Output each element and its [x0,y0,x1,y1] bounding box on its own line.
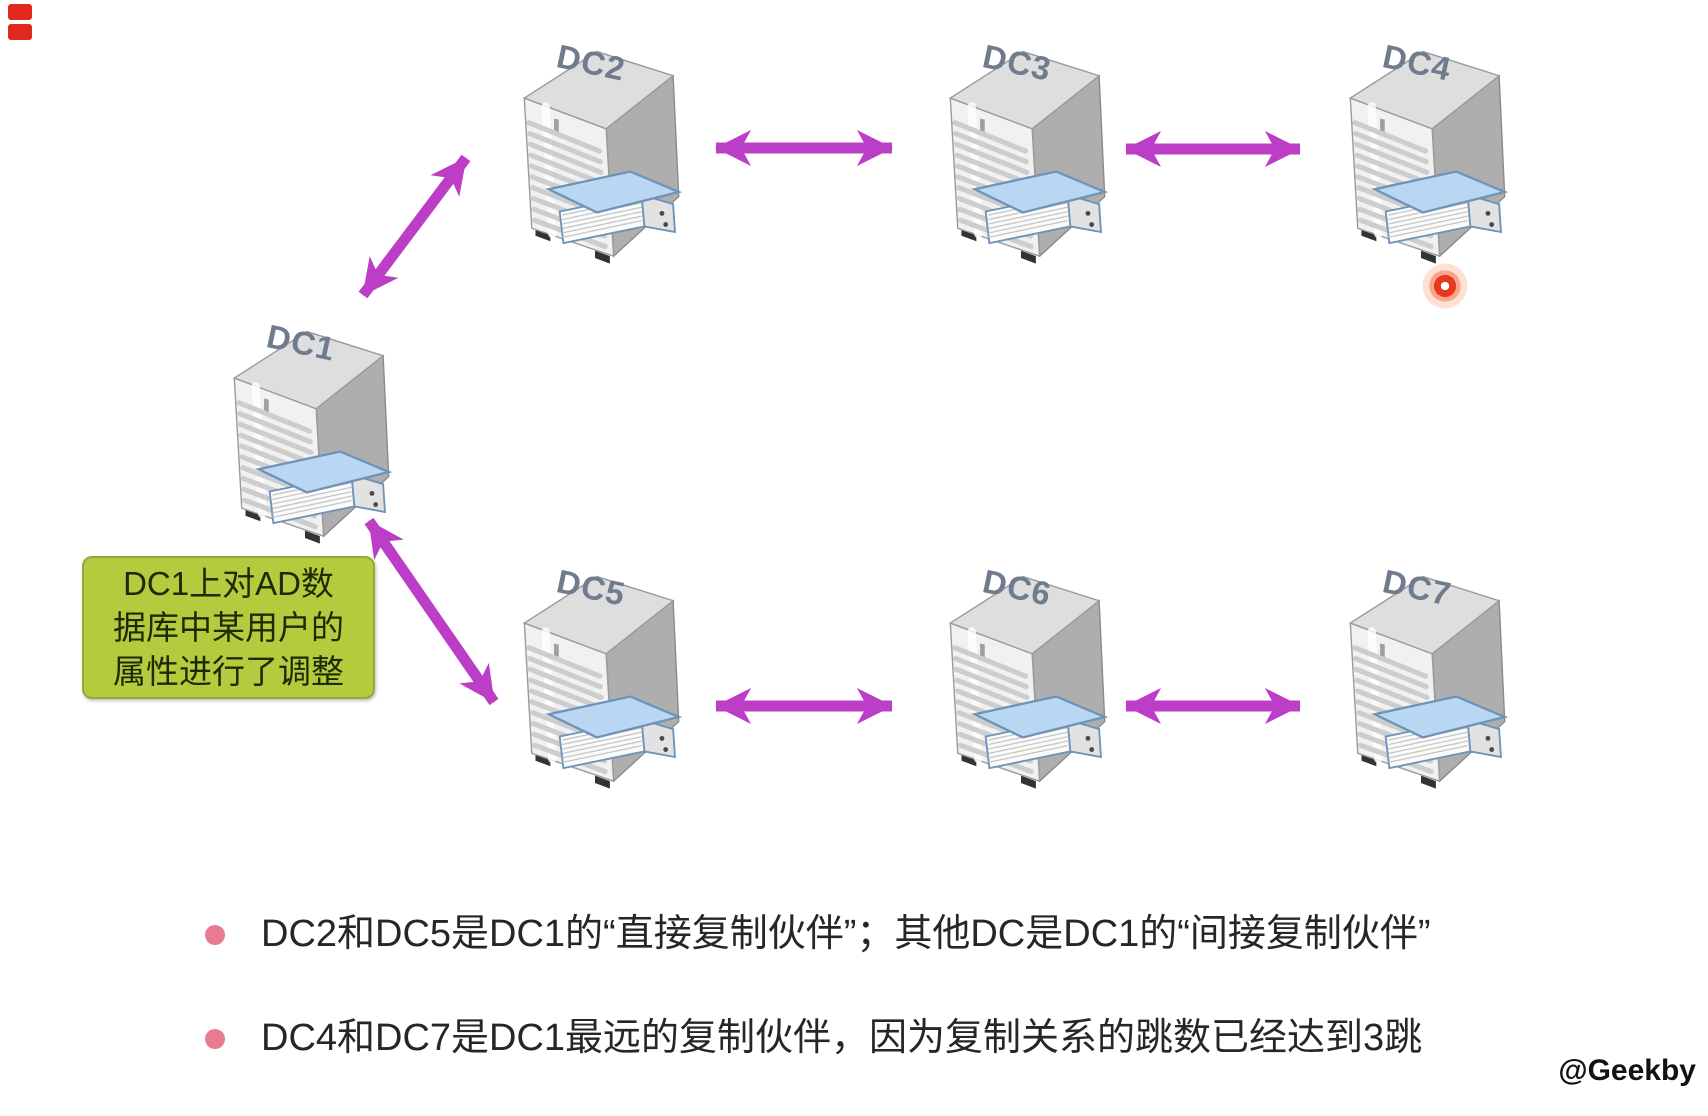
server-dc3: DC3 [928,38,1114,264]
server-icon [928,565,1114,789]
watermark: @Geekby [1558,1054,1696,1087]
callout-line: DC1上对AD数 [123,564,334,602]
red-corner-marker [8,24,32,40]
server-icon [1328,40,1514,264]
list-item: DC4和DC7是DC1最远的复制伙伴，因为复制关系的跳数已经达到3跳 [205,1012,1431,1064]
list-item: DC2和DC5是DC1的“直接复制伙伴”；其他DC是DC1的“间接复制伙伴” [205,908,1431,960]
server-dc7: DC7 [1328,563,1514,789]
server-dc5: DC5 [502,563,688,789]
callout-dc1-update: DC1上对AD数 据库中某用户的 属性进行了调整 [82,556,375,699]
callout-line: 据库中某用户的 [113,608,344,646]
callout-line: 属性进行了调整 [113,652,344,690]
bullet-text: DC2和DC5是DC1的“直接复制伙伴”；其他DC是DC1的“间接复制伙伴” [261,913,1431,955]
arrow-dc1-dc2 [358,154,471,299]
bullet-icon [205,1029,225,1049]
server-icon [502,40,688,264]
server-dc2: DC2 [502,38,688,264]
server-dc4: DC4 [1328,38,1514,264]
server-icon [1328,565,1514,789]
server-icon [502,565,688,789]
red-corner-marker [8,4,32,20]
laser-pointer-dot [1422,263,1468,309]
server-icon [212,320,398,544]
arrow-dc1-dc5 [364,517,499,706]
bullet-text: DC4和DC7是DC1最远的复制伙伴，因为复制关系的跳数已经达到3跳 [261,1017,1423,1059]
server-dc1: DC1 [212,318,398,544]
notes-list: DC2和DC5是DC1的“直接复制伙伴”；其他DC是DC1的“间接复制伙伴” D… [205,908,1431,1116]
bullet-icon [205,925,225,945]
server-icon [928,40,1114,264]
server-dc6: DC6 [928,563,1114,789]
